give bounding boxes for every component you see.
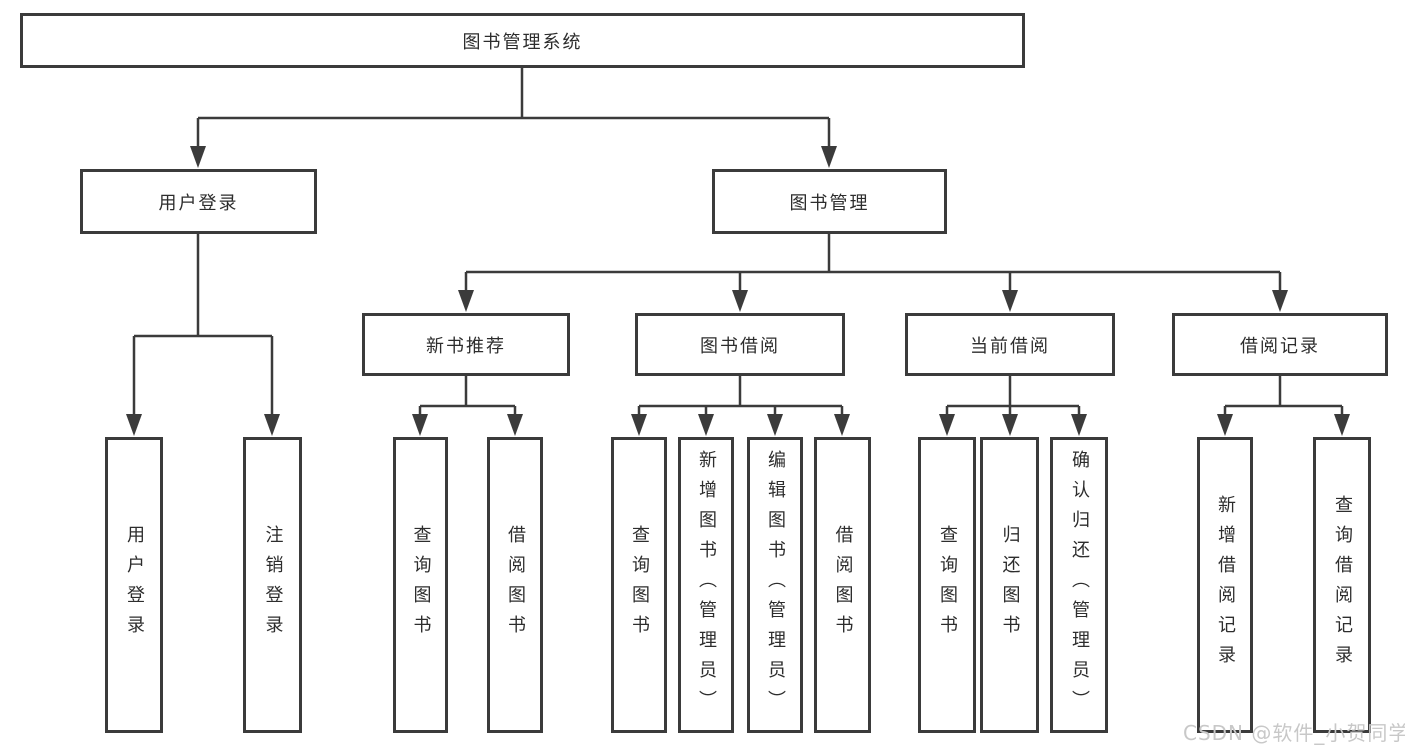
node-leaf-edit-books-admin: 编辑图书（管理员） [747, 437, 803, 733]
node-library-management-system-label: 图书管理系统 [462, 31, 583, 53]
arrowhead-icon [631, 414, 647, 436]
arrowhead-icon [821, 146, 837, 168]
arrowheads [126, 146, 1350, 436]
node-leaf-query-books-rec-label: 查询图书 [410, 525, 432, 645]
node-leaf-query-books-rec: 查询图书 [393, 437, 448, 733]
node-leaf-query-borrow-record: 查询借阅记录 [1313, 437, 1371, 733]
node-leaf-borrow-books: 借阅图书 [814, 437, 871, 733]
node-leaf-add-borrow-record-label: 新增借阅记录 [1215, 495, 1236, 675]
node-leaf-return-books-label: 归还图书 [999, 525, 1021, 645]
node-leaf-borrow-books-rec: 借阅图书 [487, 437, 543, 733]
node-leaf-user-login: 用户登录 [105, 437, 163, 733]
node-leaf-query-books-current: 查询图书 [918, 437, 976, 733]
node-leaf-borrow-books-label: 借阅图书 [832, 525, 854, 645]
arrowhead-icon [767, 414, 783, 436]
arrowhead-icon [1217, 414, 1233, 436]
arrowhead-icon [126, 414, 142, 436]
node-leaf-edit-books-admin-label: 编辑图书（管理员） [765, 450, 786, 720]
arrowhead-icon [732, 290, 748, 312]
node-leaf-logout-label: 注销登录 [262, 525, 284, 645]
node-new-book-recommendation-label: 新书推荐 [426, 335, 506, 357]
node-leaf-query-books-borrow: 查询图书 [611, 437, 667, 733]
node-book-borrowing: 图书借阅 [635, 313, 845, 376]
node-book-borrowing-label: 图书借阅 [700, 335, 780, 357]
arrowhead-icon [1002, 414, 1018, 436]
node-user-login-label: 用户登录 [158, 192, 239, 214]
node-leaf-return-books: 归还图书 [980, 437, 1039, 733]
arrowhead-icon [507, 414, 523, 436]
node-leaf-query-borrow-record-label: 查询借阅记录 [1332, 495, 1353, 675]
node-leaf-query-books-current-label: 查询图书 [937, 525, 958, 645]
arrowhead-icon [1002, 290, 1018, 312]
arrowhead-icon [412, 414, 428, 436]
node-borrowing-records: 借阅记录 [1172, 313, 1388, 376]
node-leaf-confirm-return-admin: 确认归还（管理员） [1050, 437, 1108, 733]
arrowhead-icon [939, 414, 955, 436]
node-current-borrowing-label: 当前借阅 [970, 335, 1050, 357]
csdn-watermark: CSDN @软件_小贺同学 [1183, 721, 1405, 745]
node-library-management-system: 图书管理系统 [20, 13, 1025, 68]
node-leaf-add-borrow-record: 新增借阅记录 [1197, 437, 1253, 733]
node-book-management-label: 图书管理 [789, 192, 870, 214]
node-new-book-recommendation: 新书推荐 [362, 313, 570, 376]
arrowhead-icon [698, 414, 714, 436]
node-leaf-query-books-borrow-label: 查询图书 [629, 525, 650, 645]
arrowhead-icon [458, 290, 474, 312]
arrowhead-icon [1071, 414, 1087, 436]
node-leaf-logout: 注销登录 [243, 437, 302, 733]
arrowhead-icon [834, 414, 850, 436]
arrowhead-icon [1334, 414, 1350, 436]
node-leaf-user-login-label: 用户登录 [124, 525, 145, 645]
arrowhead-icon [264, 414, 280, 436]
node-leaf-add-books-admin: 新增图书（管理员） [678, 437, 734, 733]
node-leaf-confirm-return-admin-label: 确认归还（管理员） [1069, 450, 1090, 720]
node-user-login: 用户登录 [80, 169, 317, 234]
arrowhead-icon [190, 146, 206, 168]
arrowhead-icon [1272, 290, 1288, 312]
node-current-borrowing: 当前借阅 [905, 313, 1115, 376]
node-leaf-borrow-books-rec-label: 借阅图书 [505, 525, 526, 645]
node-borrowing-records-label: 借阅记录 [1240, 335, 1320, 357]
node-book-management: 图书管理 [712, 169, 947, 234]
node-leaf-add-books-admin-label: 新增图书（管理员） [696, 450, 717, 720]
connector-lines [132, 68, 1344, 416]
